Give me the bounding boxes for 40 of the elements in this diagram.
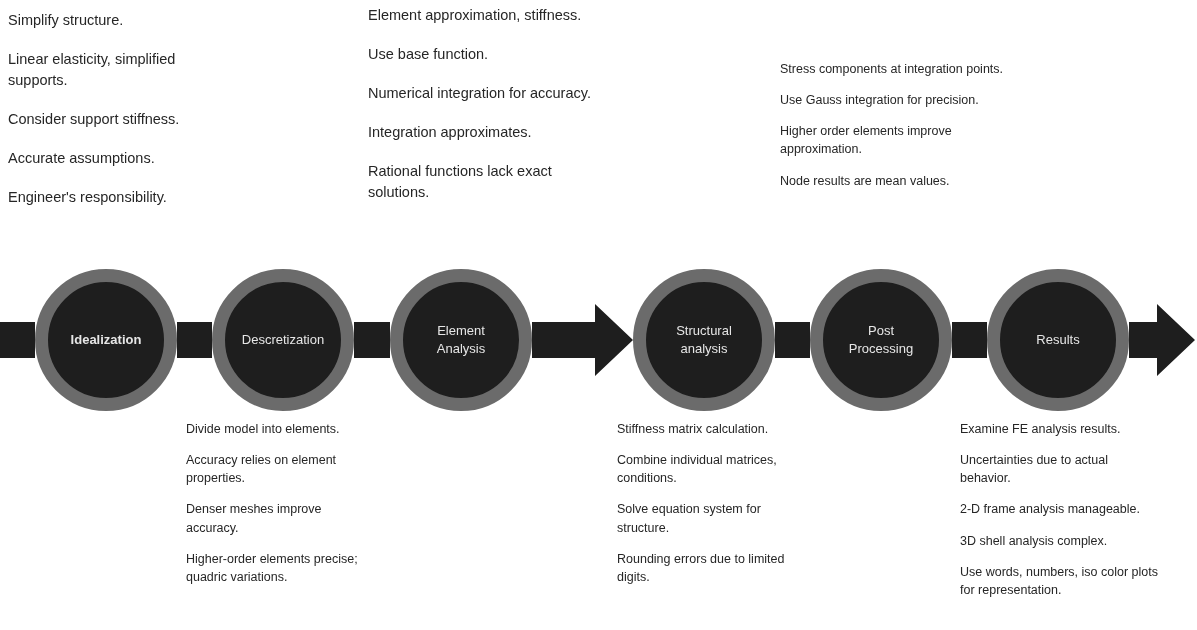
arrow	[775, 322, 810, 358]
note-text: Element approximation, stiffness.	[368, 6, 583, 25]
note-text: 2-D frame analysis manageable.	[960, 501, 1141, 519]
step-label: Element Analysis	[435, 321, 487, 358]
arrow	[1129, 304, 1195, 376]
step-label: Idealization	[70, 330, 142, 349]
note-text: Rounding errors due to limited digits.	[617, 550, 786, 586]
note-text: Simplify structure.	[8, 11, 125, 30]
note-text: Use words, numbers, iso color plots for representation.	[960, 563, 1159, 599]
note-text: Divide model into elements.	[186, 421, 341, 438]
note-text: Engineer's responsibility.	[8, 188, 168, 208]
arrow	[952, 322, 987, 358]
note-text: 3D shell analysis complex.	[960, 532, 1109, 550]
note-text: Integration approximates.	[368, 123, 533, 143]
note-text: Accurate assumptions.	[8, 149, 156, 169]
arrow	[532, 304, 633, 376]
arrow	[0, 322, 35, 358]
note-text: Higher order elements improve approximation.	[780, 123, 953, 159]
note-text: Solve equation system for structure.	[617, 501, 762, 537]
note-text: Combine individual matrices, conditions.	[617, 452, 778, 488]
step-label: Structural analysis	[675, 321, 733, 358]
note-text: Numerical integration for accuracy.	[368, 84, 592, 104]
note-text: Consider support stiffness.	[8, 110, 181, 130]
arrow	[354, 322, 390, 358]
note-text: Stress components at integration points.	[780, 61, 1005, 78]
step-label: Post Processing	[847, 321, 915, 358]
note-text: Rational functions lack exact solutions.	[368, 162, 553, 203]
step-label: Results	[1036, 330, 1080, 349]
note-text: Examine FE analysis results.	[960, 421, 1122, 438]
note-text: Denser meshes improve accuracy.	[186, 501, 323, 537]
step-label: Descretization	[241, 330, 325, 349]
note-text: Accuracy relies on element properties.	[186, 452, 338, 488]
note-text: Uncertainties due to actual behavior.	[960, 452, 1109, 488]
note-text: Use Gauss integration for precision.	[780, 92, 980, 110]
note-text: Use base function.	[368, 45, 490, 64]
note-text: Stiffness matrix calculation.	[617, 421, 770, 438]
note-text: Higher-order elements precise; quadric variations.	[186, 550, 359, 586]
note-text: Node results are mean values.	[780, 172, 951, 190]
arrow	[177, 322, 212, 358]
note-text: Linear elasticity, simplified supports.	[8, 50, 177, 91]
